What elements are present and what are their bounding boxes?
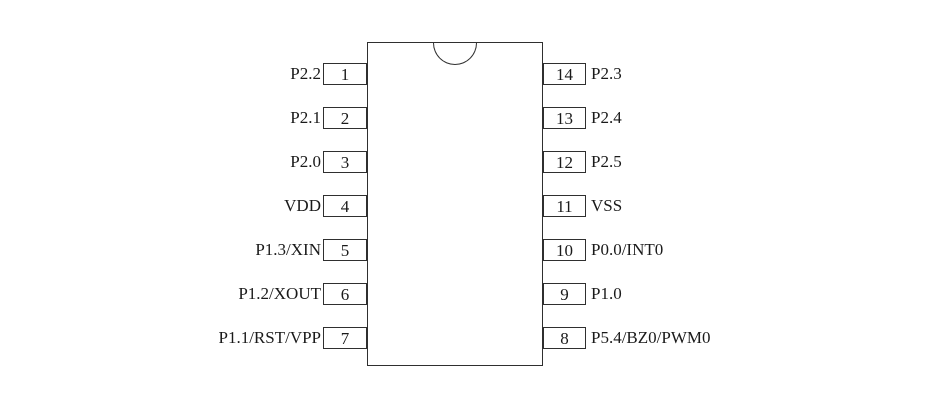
pin-number-box: 12	[543, 151, 586, 173]
pin-row: 14 P2.3	[543, 63, 930, 85]
pin-number-box: 13	[543, 107, 586, 129]
pin-number-box: 3	[323, 151, 367, 173]
pin-row: 13 P2.4	[543, 107, 930, 129]
pin-label: P2.0	[290, 152, 321, 171]
pin-label: P1.1/RST/VPP	[218, 328, 321, 347]
pin-label: P2.1	[290, 108, 321, 127]
pin-number: 12	[556, 152, 573, 172]
pin-number: 2	[340, 108, 350, 128]
pin-label: P1.0	[591, 284, 622, 303]
pin-label: P2.3	[591, 64, 622, 83]
pin-number: 13	[556, 108, 573, 128]
pin-number-box: 9	[543, 283, 586, 305]
pin-row: P2.0 3	[0, 151, 367, 173]
pin-row: 8 P5.4/BZ0/PWM0	[543, 327, 930, 349]
pin-number-box: 8	[543, 327, 586, 349]
pin-number: 4	[340, 196, 350, 216]
pin-number-box: 1	[323, 63, 367, 85]
pin-label: P2.4	[591, 108, 622, 127]
pin-number: 9	[560, 284, 569, 304]
pin-row: P1.1/RST/VPP 7	[0, 327, 367, 349]
pin-number: 1	[340, 64, 350, 84]
pin-number-box: 10	[543, 239, 586, 261]
pin1-notch	[433, 43, 477, 65]
pin-number: 7	[340, 328, 350, 348]
pin-row: P2.1 2	[0, 107, 367, 129]
pin-number-box: 6	[323, 283, 367, 305]
pin-row: 11 VSS	[543, 195, 930, 217]
pin-label: P0.0/INT0	[591, 240, 664, 259]
pin-number-box: 4	[323, 195, 367, 217]
pin-label: VSS	[591, 196, 623, 215]
pin-number: 5	[340, 240, 350, 260]
pin-row: VDD 4	[0, 195, 367, 217]
pin-number: 11	[556, 196, 573, 216]
pin-number: 10	[556, 240, 573, 260]
pin-number-box: 2	[323, 107, 367, 129]
pin-label: P1.2/XOUT	[238, 284, 321, 303]
pin-row: P1.2/XOUT 6	[0, 283, 367, 305]
pin-row: 9 P1.0	[543, 283, 930, 305]
pin-label: P1.3/XIN	[255, 240, 321, 259]
pin-label: P2.2	[290, 64, 321, 83]
pin-number-box: 5	[323, 239, 367, 261]
pin-label: P2.5	[591, 152, 622, 171]
pin-number: 8	[560, 328, 569, 348]
pin-row: P2.2 1	[0, 63, 367, 85]
pin-label: P5.4/BZ0/PWM0	[591, 328, 711, 347]
pin-number: 3	[340, 152, 350, 172]
pin-label: VDD	[284, 196, 321, 215]
pin-number: 6	[340, 284, 350, 304]
pin-number-box: 11	[543, 195, 586, 217]
pin-number-box: 14	[543, 63, 586, 85]
pin-row: 12 P2.5	[543, 151, 930, 173]
ic-body	[367, 42, 543, 366]
pin-number-box: 7	[323, 327, 367, 349]
pin-number: 14	[556, 64, 573, 84]
pin-row: 10 P0.0/INT0	[543, 239, 930, 261]
pin-row: P1.3/XIN 5	[0, 239, 367, 261]
